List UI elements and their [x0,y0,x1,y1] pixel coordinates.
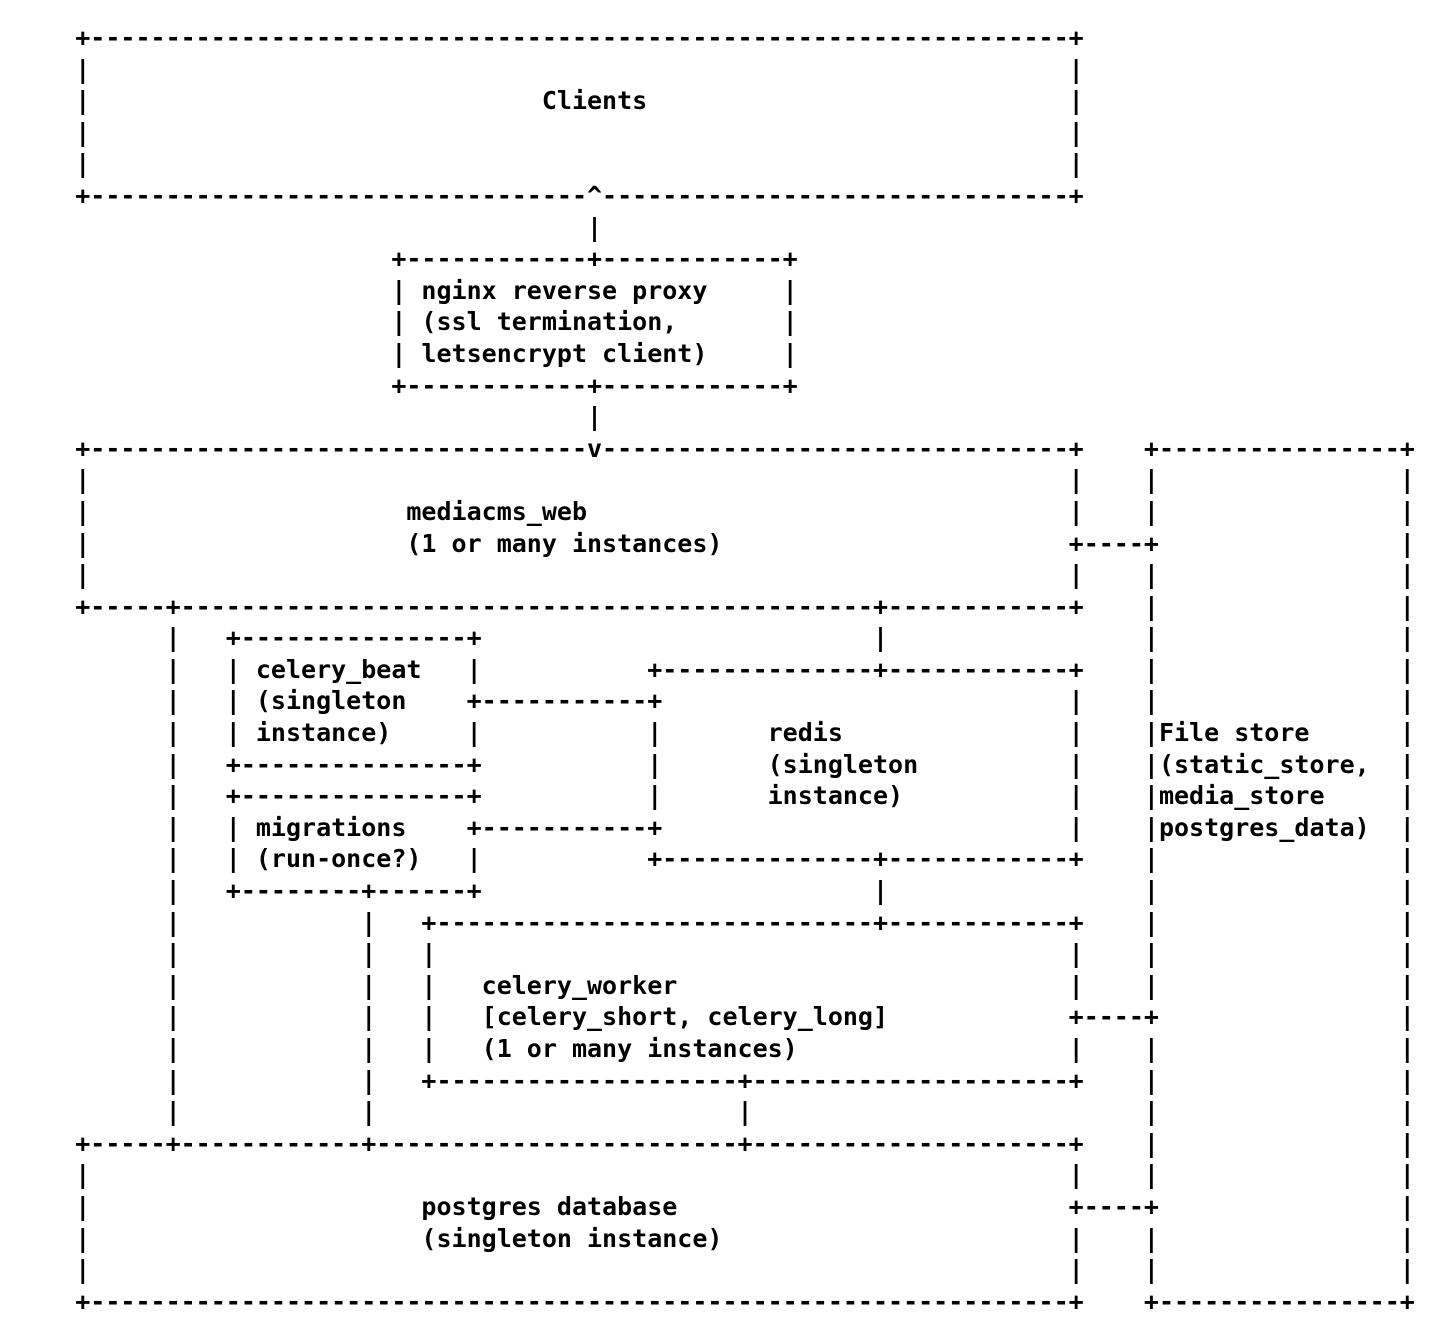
architecture-diagram: +---------------------------------------… [75,23,1415,1316]
ascii-architecture-diagram: +---------------------------------------… [75,23,1415,1316]
